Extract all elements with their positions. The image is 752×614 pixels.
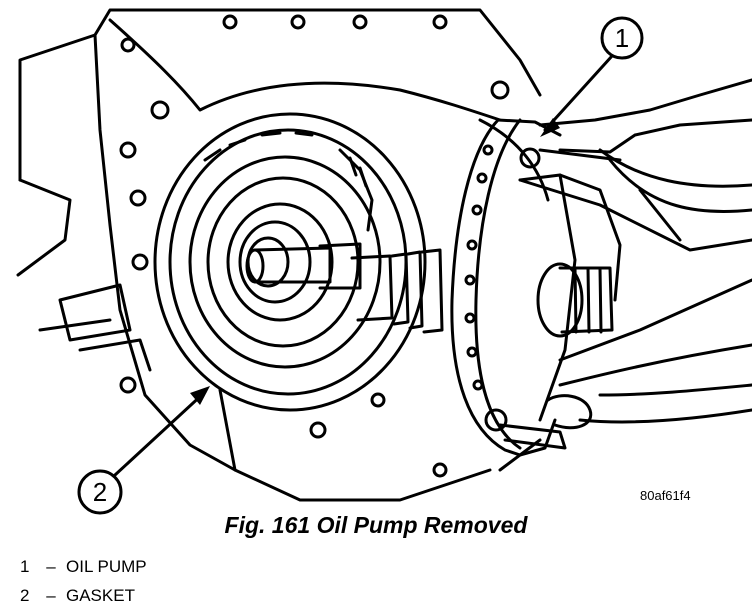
legend-item: 2 – GASKET bbox=[20, 581, 147, 610]
legend-dash: – bbox=[46, 557, 56, 576]
lower-hand bbox=[546, 343, 752, 430]
converter-hub bbox=[188, 148, 382, 369]
callout-2 bbox=[77, 390, 207, 515]
legend-number: 1 bbox=[20, 557, 30, 576]
callout-2-number: 2 bbox=[93, 477, 107, 507]
figure-code: 80af61f4 bbox=[640, 488, 691, 503]
callout-1-number: 1 bbox=[615, 23, 629, 53]
figure-caption: Fig. 161 Oil Pump Removed bbox=[224, 512, 528, 538]
legend: 1 – OIL PUMP 2 – GASKET bbox=[20, 552, 147, 610]
callout-2-arrowhead bbox=[190, 386, 210, 405]
callout-1-arrowhead bbox=[540, 118, 560, 137]
legend-label: OIL PUMP bbox=[66, 557, 147, 576]
transmission-case bbox=[16, 8, 550, 502]
oil-pump-removal-illustration: 1 2 bbox=[16, 8, 752, 515]
callout-1 bbox=[543, 16, 644, 132]
puller-rods bbox=[498, 148, 752, 450]
legend-dash: – bbox=[46, 586, 56, 605]
legend-item: 1 – OIL PUMP bbox=[20, 552, 147, 581]
upper-hand bbox=[538, 78, 752, 242]
input-shaft bbox=[245, 242, 444, 334]
legend-number: 2 bbox=[20, 586, 30, 605]
oil-pump bbox=[450, 118, 622, 457]
legend-label: GASKET bbox=[66, 586, 135, 605]
